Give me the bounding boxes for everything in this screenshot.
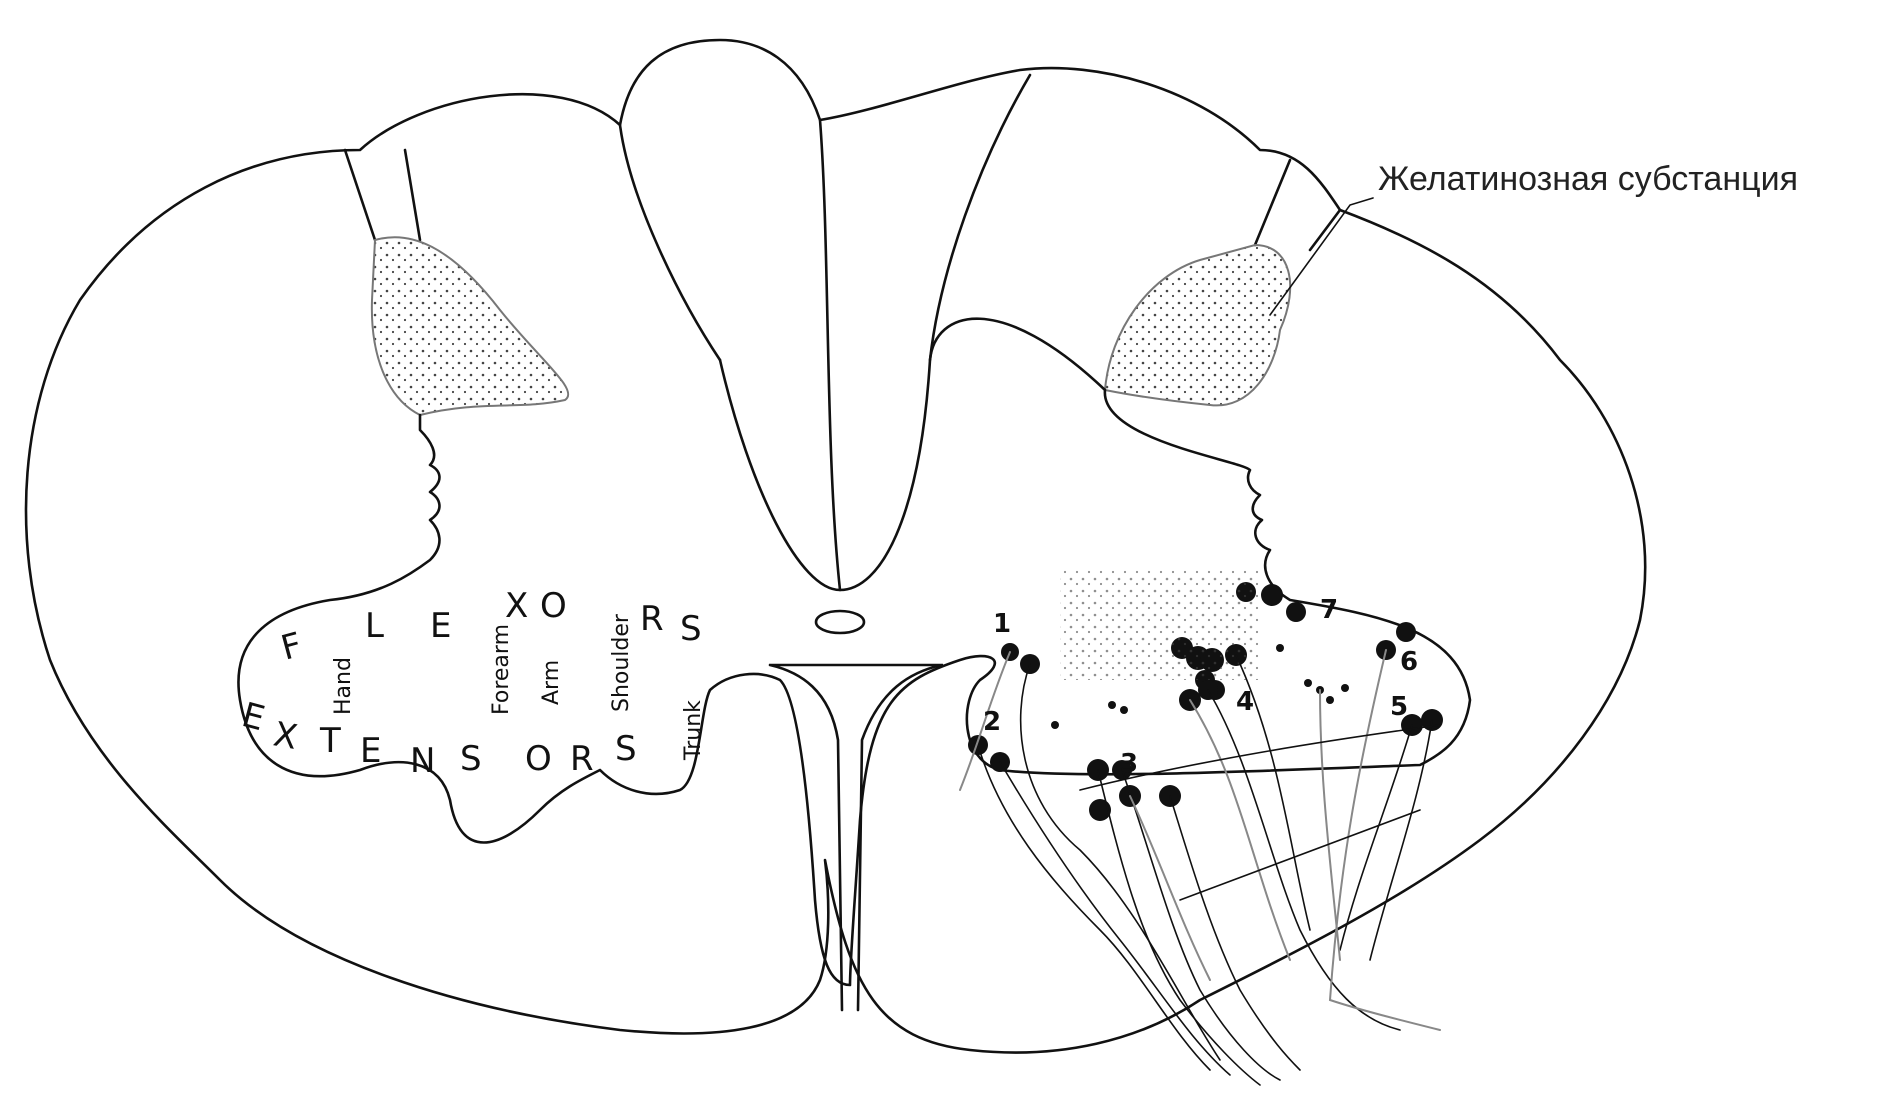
nucleus-dot xyxy=(1276,644,1284,652)
extensors-letter: O xyxy=(525,739,552,779)
body-part-label: Shoulder xyxy=(609,613,634,712)
nucleus-number: 1 xyxy=(993,609,1011,639)
flexors-letter: S xyxy=(680,609,702,649)
body-part-label: Forearm xyxy=(489,624,514,715)
flexors-letter: O xyxy=(540,586,567,626)
extensors-letter: S xyxy=(615,729,637,769)
flexors-letter: R xyxy=(640,599,664,639)
substantia-gelatinosa-left xyxy=(372,237,568,415)
nucleus-dot xyxy=(1108,701,1116,709)
central-canal xyxy=(816,611,864,633)
flexors-letter: X xyxy=(505,586,528,626)
ventral-root-axons xyxy=(960,650,1440,1085)
nucleus-dot xyxy=(1326,696,1334,704)
nucleus-dot xyxy=(1304,679,1312,687)
nucleus-dot xyxy=(1051,721,1059,729)
extensors-letter: X xyxy=(270,714,300,757)
flexors-letter: E xyxy=(430,606,451,646)
extensors-letter: S xyxy=(460,739,482,779)
nucleus-dot xyxy=(1120,706,1128,714)
dorsal-column-right xyxy=(930,75,1030,360)
nucleus-dot xyxy=(1396,622,1416,642)
nucleus-dot xyxy=(1286,602,1306,622)
nucleus-dot xyxy=(1261,584,1283,606)
flexors-letter: F xyxy=(277,625,306,669)
nucleus-number: 3 xyxy=(1120,749,1138,779)
substantia-gelatinosa-right xyxy=(1105,245,1290,405)
flexors-letter: L xyxy=(365,606,384,646)
lamina-stipple xyxy=(1060,570,1260,680)
nucleus-number: 4 xyxy=(1236,687,1254,717)
extensors-label: E X T E N S O R S xyxy=(238,695,637,781)
nucleus-number: 2 xyxy=(983,707,1001,737)
extensors-letter: E xyxy=(360,731,381,771)
body-part-label: Arm xyxy=(539,660,564,705)
extensors-letter: N xyxy=(410,741,435,781)
nucleus-dot xyxy=(1341,684,1349,692)
dorsal-median-septum xyxy=(820,120,840,590)
extensors-letter: R xyxy=(570,739,594,779)
body-part-label: Hand xyxy=(331,657,356,715)
ventral-median-fissure xyxy=(770,665,942,1010)
dorsal-root-entry-left xyxy=(345,150,420,240)
extensors-letter: T xyxy=(319,721,341,761)
nucleus-number: 5 xyxy=(1390,692,1408,722)
nucleus-number: 6 xyxy=(1400,647,1418,677)
body-part-label: Trunk xyxy=(681,700,706,761)
dorsal-column-left xyxy=(620,125,720,360)
gray-matter-outline xyxy=(238,319,1470,985)
nucleus-number: 7 xyxy=(1320,595,1338,625)
annotation-label: Желатинозная субстанция xyxy=(1378,160,1798,198)
extensors-letter: E xyxy=(238,695,269,739)
